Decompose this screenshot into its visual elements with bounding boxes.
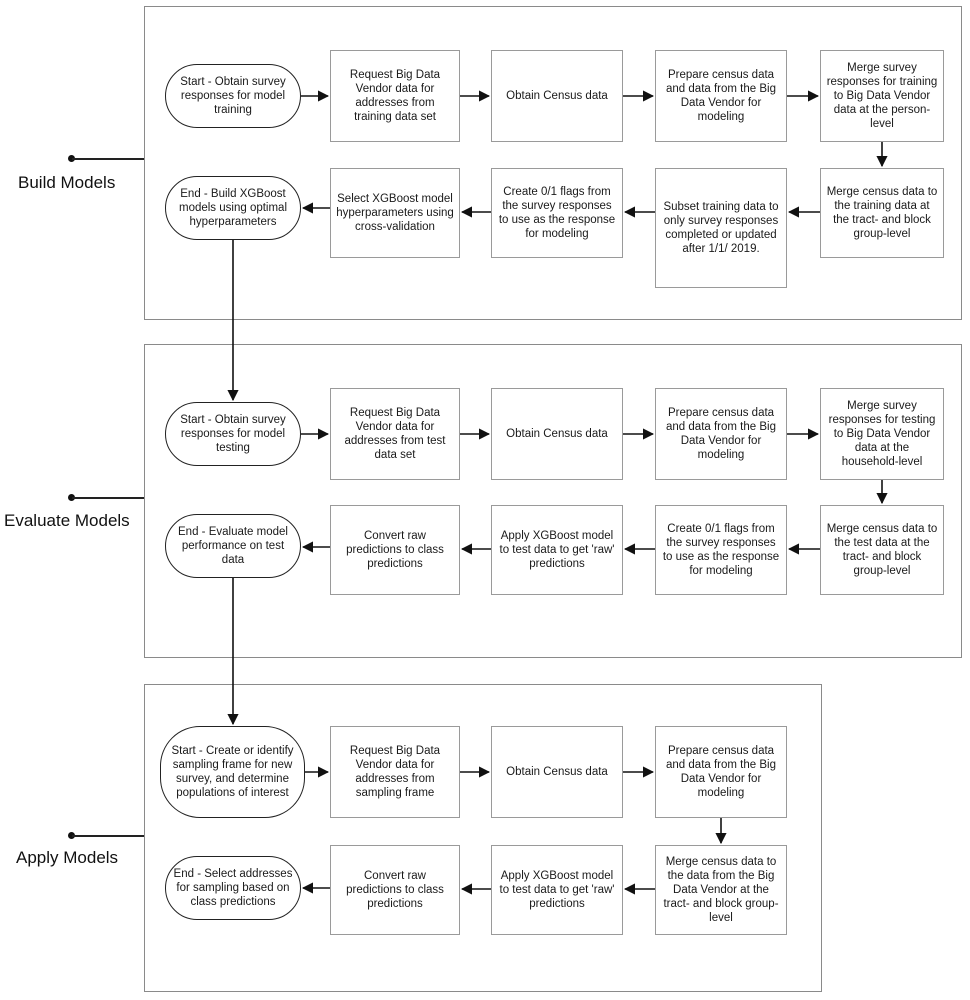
- evaluate-models-connector: [72, 497, 144, 499]
- apply-step-request-vendor-data: Request Big Data Vendor data for address…: [330, 726, 460, 818]
- build-step-prepare-data: Prepare census data and data from the Bi…: [655, 50, 787, 142]
- apply-step-prepare-data: Prepare census data and data from the Bi…: [655, 726, 787, 818]
- evaluate-step-obtain-census: Obtain Census data: [491, 388, 623, 480]
- apply-models-bullet: [68, 832, 75, 839]
- build-step-obtain-census: Obtain Census data: [491, 50, 623, 142]
- evaluate-step-request-vendor-data: Request Big Data Vendor data for address…: [330, 388, 460, 480]
- apply-step-merge-census: Merge census data to the data from the B…: [655, 845, 787, 935]
- apply-step-obtain-census: Obtain Census data: [491, 726, 623, 818]
- build-step-create-flags: Create 0/1 flags from the survey respons…: [491, 168, 623, 258]
- apply-end-terminator: End - Select addresses for sampling base…: [165, 856, 301, 920]
- apply-models-label: Apply Models: [16, 848, 119, 867]
- evaluate-end-terminator: End - Evaluate model performance on test…: [165, 514, 301, 578]
- build-end-terminator: End - Build XGBoost models using optimal…: [165, 176, 301, 240]
- evaluate-start-terminator: Start - Obtain survey responses for mode…: [165, 402, 301, 466]
- evaluate-step-convert-predictions: Convert raw predictions to class predict…: [330, 505, 460, 595]
- apply-start-terminator: Start - Create or identify sampling fram…: [160, 726, 305, 818]
- evaluate-models-bullet: [68, 494, 75, 501]
- build-step-merge-census: Merge census data to the training data a…: [820, 168, 944, 258]
- build-step-request-vendor-data: Request Big Data Vendor data for address…: [330, 50, 460, 142]
- apply-step-apply-model: Apply XGBoost model to test data to get …: [491, 845, 623, 935]
- evaluate-step-merge-census: Merge census data to the test data at th…: [820, 505, 944, 595]
- build-models-bullet: [68, 155, 75, 162]
- build-step-merge-survey: Merge survey responses for training to B…: [820, 50, 944, 142]
- evaluate-step-merge-survey: Merge survey responses for testing to Bi…: [820, 388, 944, 480]
- apply-models-connector: [72, 835, 144, 837]
- build-models-connector: [72, 158, 144, 160]
- evaluate-models-label: Evaluate Models: [4, 511, 130, 530]
- apply-step-convert-predictions: Convert raw predictions to class predict…: [330, 845, 460, 935]
- evaluate-step-create-flags: Create 0/1 flags from the survey respons…: [655, 505, 787, 595]
- evaluate-step-apply-model: Apply XGBoost model to test data to get …: [491, 505, 623, 595]
- build-start-terminator: Start - Obtain survey responses for mode…: [165, 64, 301, 128]
- build-step-select-hyperparameters: Select XGBoost model hyperparameters usi…: [330, 168, 460, 258]
- build-step-subset-training: Subset training data to only survey resp…: [655, 168, 787, 288]
- build-models-label: Build Models: [18, 173, 116, 192]
- evaluate-step-prepare-data: Prepare census data and data from the Bi…: [655, 388, 787, 480]
